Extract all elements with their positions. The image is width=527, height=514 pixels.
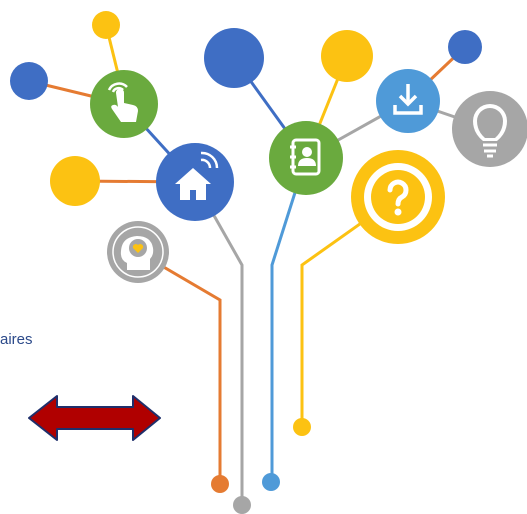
download-icon: [393, 84, 423, 115]
node-contacts: [269, 121, 343, 195]
lightbulb-icon: [473, 104, 507, 158]
node-mind: [107, 221, 169, 283]
node-idea: [452, 91, 527, 167]
node-touch: [90, 70, 158, 138]
node-home: [156, 143, 234, 221]
dot-yellow-top: [92, 11, 120, 39]
dot-yellow-top-right: [321, 30, 373, 82]
question-mark-icon: [387, 179, 409, 216]
dot-blue-right: [448, 30, 482, 64]
dot-blue-left: [10, 62, 48, 100]
node-download: [376, 69, 440, 133]
head-heart-icon: [120, 236, 154, 270]
address-book-icon: [290, 138, 321, 176]
end-dot-grey: [233, 496, 251, 514]
caption-text: aires: [0, 331, 33, 348]
end-dot-blue: [262, 473, 280, 491]
dot-yellow-left: [50, 156, 100, 206]
dot-blue-big: [204, 28, 264, 88]
smart-home-icon: [175, 151, 219, 200]
end-dot-orange: [211, 475, 229, 493]
hand-touch-icon: [107, 82, 138, 122]
node-question: [351, 150, 445, 244]
trunk-blue: [270, 157, 308, 482]
end-dot-yellow: [293, 418, 311, 436]
double-arrow-icon: [28, 395, 161, 441]
trunk-orange: [137, 250, 222, 484]
